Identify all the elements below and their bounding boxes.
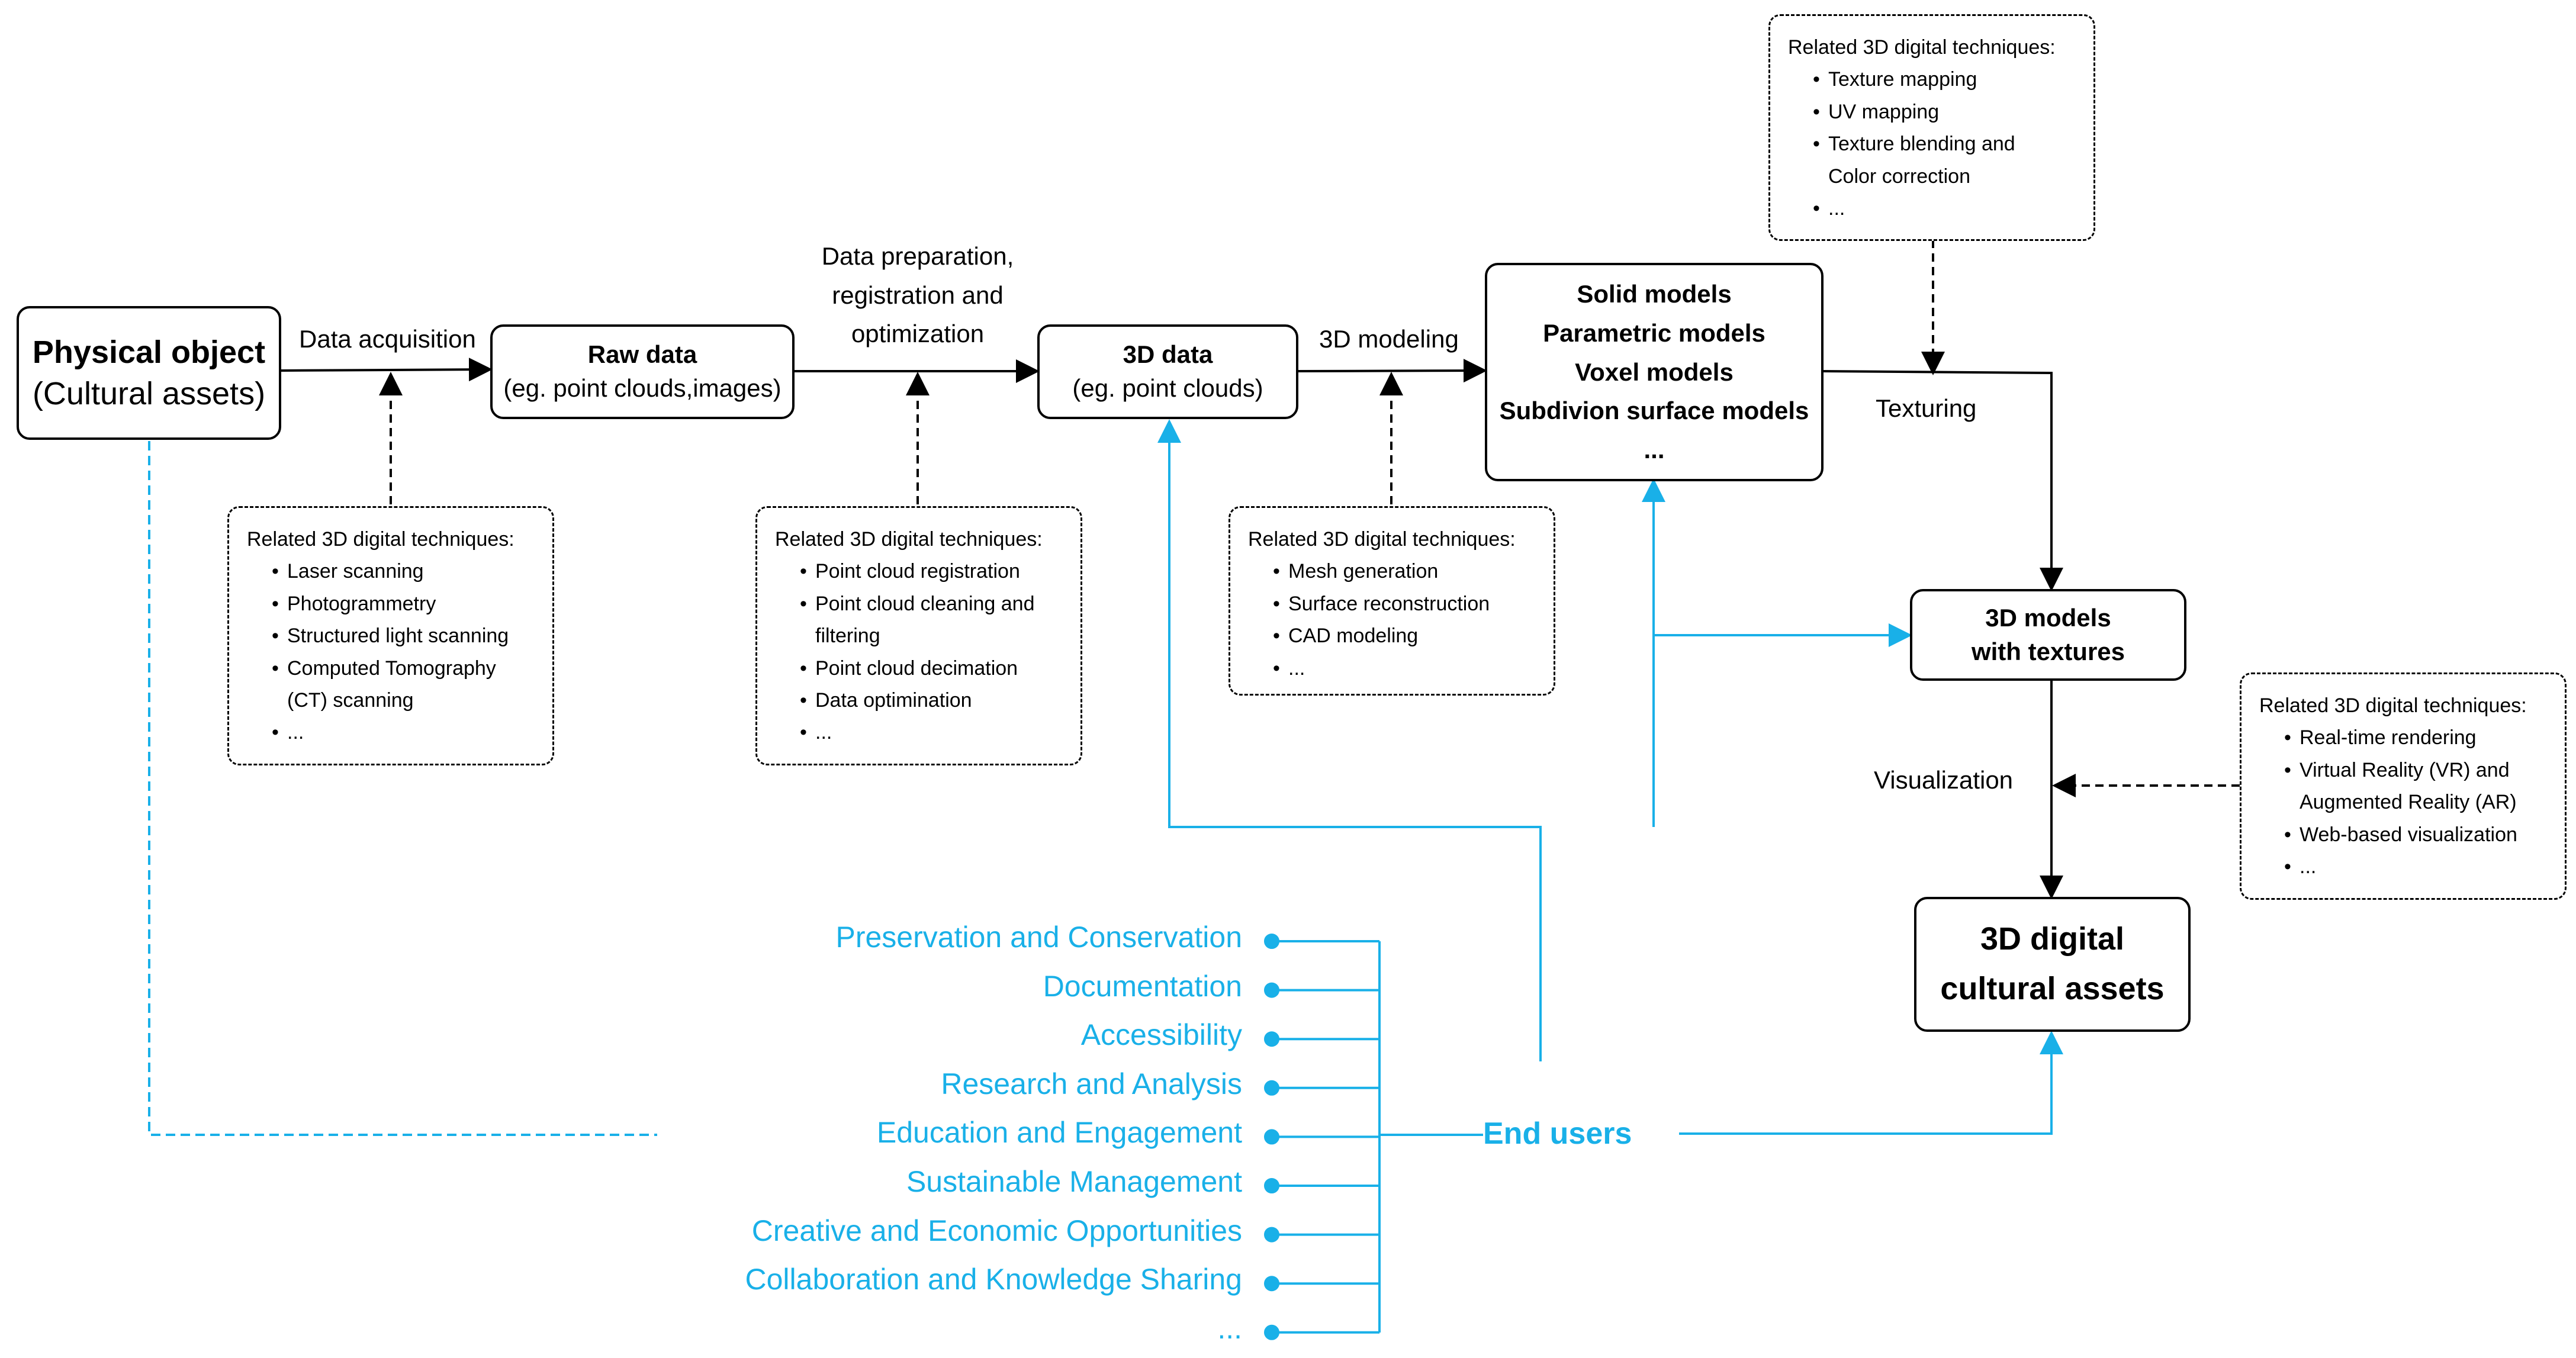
technique-item: Computed Tomography (CT) scanning (272, 652, 524, 717)
technique-item: ... (2284, 851, 2536, 883)
visualization-techniques-list: Real-time rendering Virtual Reality (VR)… (2259, 722, 2536, 883)
physical-object-node: Physical object (Cultural assets) (17, 306, 281, 440)
technique-item: ... (800, 716, 1064, 749)
texturing-techniques-box: Related 3D digital techniques: Texture m… (1768, 14, 2095, 241)
technique-item: Texture mapping (1813, 63, 2053, 96)
data-preparation-line-2: registration and (832, 281, 1004, 309)
data-preparation-line-3: optimization (851, 320, 985, 348)
technique-item: Texture blending and Color correction (1813, 128, 2053, 192)
acquisition-techniques-heading: Related 3D digital techniques: (247, 528, 514, 551)
preparation-techniques-list: Point cloud registration Point cloud cle… (775, 555, 1064, 749)
raw-data-node: Raw data (eg. point clouds,images) (490, 324, 795, 419)
technique-item: Point cloud decimation (800, 652, 1064, 685)
technique-item: Surface reconstruction (1273, 588, 1490, 620)
textured-line-2: with textures (1971, 637, 2125, 665)
textured-models-node: 3D models with textures (1910, 589, 2186, 681)
preparation-techniques-box: Related 3D digital techniques: Point clo… (755, 506, 1082, 765)
arrow-texturing (1820, 370, 2063, 591)
data-preparation-label: Data preparation, registration and optim… (776, 237, 1060, 353)
texturing-label: Texturing (1876, 394, 1977, 422)
technique-item: Data optimination (800, 684, 1064, 717)
solid-models-label: Solid models (1577, 279, 1732, 308)
link-physical-object-dashed (148, 441, 657, 1136)
benefit-item: Accessibility (1080, 1018, 1242, 1052)
benefit-item: Sustainable Management (906, 1165, 1242, 1198)
technique-item: Structured light scanning (272, 620, 524, 652)
visualization-techniques-heading: Related 3D digital techniques: (2259, 694, 2527, 717)
subdivision-models-label: Subdivion surface models (1499, 397, 1809, 425)
benefit-item: Research and Analysis (941, 1067, 1242, 1100)
raw-data-title: Raw data (587, 340, 697, 369)
more-models-label: ... (1644, 436, 1665, 464)
data-acquisition-label: Data acquisition (299, 325, 476, 353)
technique-item: UV mapping (1813, 96, 2053, 128)
physical-object-subtitle: (Cultural assets) (32, 376, 266, 411)
digital-assets-node: 3D digital cultural assets (1914, 897, 2191, 1032)
benefit-item: ... (1217, 1311, 1242, 1345)
technique-item: ... (1273, 652, 1490, 685)
data-preparation-line-1: Data preparation, (821, 242, 1014, 270)
technique-item: Photogrammetry (272, 588, 524, 620)
arrow-acquisition (280, 358, 493, 382)
link-users-to-3d-data (1157, 419, 1542, 1061)
end-users-label: End users (1483, 1116, 1632, 1151)
benefit-item: Creative and Economic Opportunities (751, 1214, 1242, 1247)
digital-assets-line-1: 3D digital (1980, 921, 2125, 957)
visualization-label: Visualization (1874, 766, 2014, 794)
parametric-models-label: Parametric models (1543, 318, 1765, 347)
physical-object-title: Physical object (32, 334, 266, 370)
3d-data-node: 3D data (eg. point clouds) (1037, 324, 1298, 419)
technique-item: Point cloud cleaning and filtering (800, 588, 1064, 652)
benefit-item: Documentation (1043, 969, 1242, 1003)
modeling-techniques-box: Related 3D digital techniques: Mesh gene… (1228, 506, 1555, 696)
modeling-label: 3D modeling (1319, 325, 1459, 353)
technique-item: CAD modeling (1273, 620, 1490, 652)
technique-item: Real-time rendering (2284, 722, 2536, 754)
technique-item: Point cloud registration (800, 555, 1064, 588)
texturing-techniques-list: Texture mapping UV mapping Texture blend… (1788, 63, 2053, 224)
technique-item: Web-based visualization (2284, 819, 2536, 851)
technique-item: ... (272, 716, 524, 749)
3d-data-subtitle: (eg. point clouds) (1072, 374, 1263, 402)
acquisition-techniques-box: Related 3D digital techniques: Laser sca… (227, 506, 554, 765)
technique-item: ... (1813, 192, 2053, 225)
modeling-techniques-list: Mesh generation Surface reconstruction C… (1248, 555, 1490, 684)
raw-data-subtitle: (eg. point clouds,images) (503, 374, 782, 402)
acquisition-techniques-list: Laser scanning Photogrammetry Structured… (247, 555, 524, 749)
digital-assets-line-2: cultural assets (1940, 971, 2165, 1006)
benefit-item: Collaboration and Knowledge Sharing (745, 1263, 1242, 1296)
voxel-models-label: Voxel models (1575, 358, 1734, 386)
texturing-techniques-heading: Related 3D digital techniques: (1788, 36, 2056, 59)
link-users-to-digital-assets (1679, 1031, 2063, 1135)
benefit-item: Preservation and Conservation (835, 921, 1243, 954)
technique-item: Mesh generation (1273, 555, 1490, 588)
technique-item: Laser scanning (272, 555, 524, 588)
modeling-techniques-heading: Related 3D digital techniques: (1248, 528, 1516, 551)
visualization-techniques-box: Related 3D digital techniques: Real-time… (2240, 672, 2567, 900)
3d-data-title: 3D data (1123, 340, 1213, 369)
benefit-item: Education and Engagement (876, 1116, 1242, 1150)
technique-item: Virtual Reality (VR) and Augmented Reali… (2284, 754, 2536, 819)
preparation-techniques-heading: Related 3D digital techniques: (775, 528, 1043, 551)
models-node: Solid models Parametric models Voxel mod… (1485, 263, 1824, 481)
textured-line-1: 3D models (1985, 603, 2111, 632)
